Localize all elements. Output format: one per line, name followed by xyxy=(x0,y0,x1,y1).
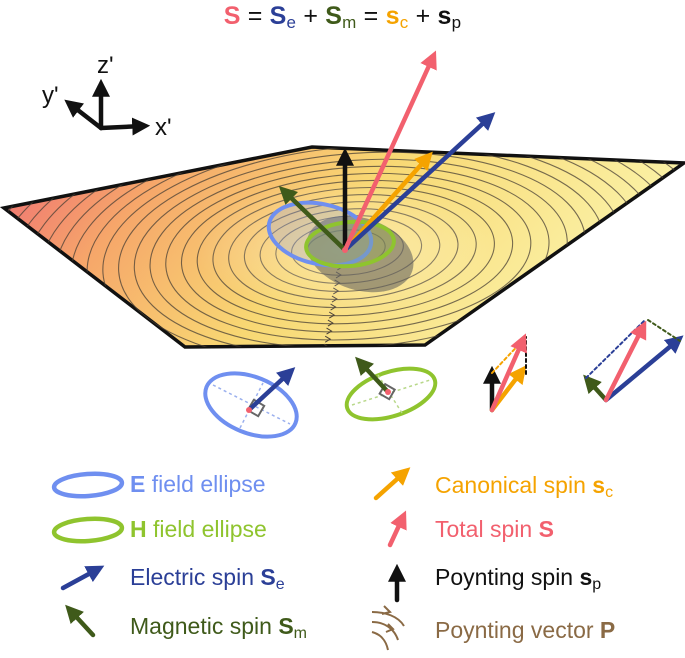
spin-equation: S = Se + Sm = sc + sp xyxy=(223,2,462,32)
legend-poynting-spin: Poynting spin sp xyxy=(435,564,602,593)
inset-e-ellipse xyxy=(203,367,299,439)
legend-e-field-ellipse: E field ellipse xyxy=(130,471,266,497)
streamline-direction-mark xyxy=(316,392,321,398)
streamline-direction-mark xyxy=(326,327,333,335)
streamline-direction-mark xyxy=(321,360,326,366)
inset-h-ellipse xyxy=(344,356,438,422)
poynting-vector-icon xyxy=(371,605,405,651)
legend-h-field-ellipse: H field ellipse xyxy=(130,516,267,542)
streamline-direction-mark xyxy=(310,424,315,430)
legend-poynting-vector: Poynting vector P xyxy=(435,617,616,643)
electric-spin-symbol: S xyxy=(269,2,287,30)
x-axis-label: x' xyxy=(155,114,172,141)
y-axis-arrow xyxy=(64,99,104,131)
streamline-direction-mark xyxy=(323,343,330,347)
electric-spin-arrow-icon xyxy=(60,565,105,591)
blue-ellipse-icon xyxy=(51,471,125,499)
streamline xyxy=(165,165,550,341)
streamline-direction-mark xyxy=(312,416,317,422)
streamline-direction-mark xyxy=(309,432,314,438)
projected-ellipse-shadow xyxy=(306,215,414,293)
legend-magnetic-spin: Magnetic spin Sm xyxy=(130,613,307,642)
streamline-direction-mark xyxy=(318,376,323,382)
streamline-direction-mark xyxy=(317,384,322,390)
canonical-spin-symbol: s xyxy=(385,2,400,30)
magnetic-spin-arrow xyxy=(278,185,348,253)
total-spin-arrow xyxy=(342,50,437,253)
axis-triad xyxy=(64,78,151,136)
streamline xyxy=(180,172,532,333)
legend-electric-spin: Electric spin Se xyxy=(130,564,285,593)
x-axis-arrow xyxy=(98,117,151,136)
magnetic-spin-arrow-icon xyxy=(65,604,96,638)
magnetic-spin-symbol: S xyxy=(325,2,343,30)
spin-vectors xyxy=(278,50,496,253)
poynting-spin-symbol: s xyxy=(437,2,452,30)
streamline-direction-mark xyxy=(320,368,325,374)
streamline-direction-mark xyxy=(323,352,328,358)
z-axis-label: z' xyxy=(97,52,114,79)
total-spin-arrow-icon xyxy=(387,510,407,548)
streamline-direction-mark xyxy=(327,319,334,327)
green-ellipse-icon xyxy=(51,516,125,544)
streamline-direction-mark xyxy=(314,400,319,406)
legend-total-spin: Total spin S xyxy=(435,516,554,542)
y-axis-label: y' xyxy=(42,82,59,109)
canonical-spin-arrow-icon xyxy=(373,467,411,501)
legend-canonical-spin: Canonical spin sc xyxy=(435,472,614,501)
streamline-direction-mark xyxy=(324,335,332,343)
inset-electric-magnetic-sum xyxy=(583,319,684,403)
total-spin-symbol: S xyxy=(223,2,241,30)
electric-spin-arrow xyxy=(342,112,496,253)
streamline-direction-mark xyxy=(313,408,318,414)
inset-canonical-poynting-sum xyxy=(483,333,527,413)
